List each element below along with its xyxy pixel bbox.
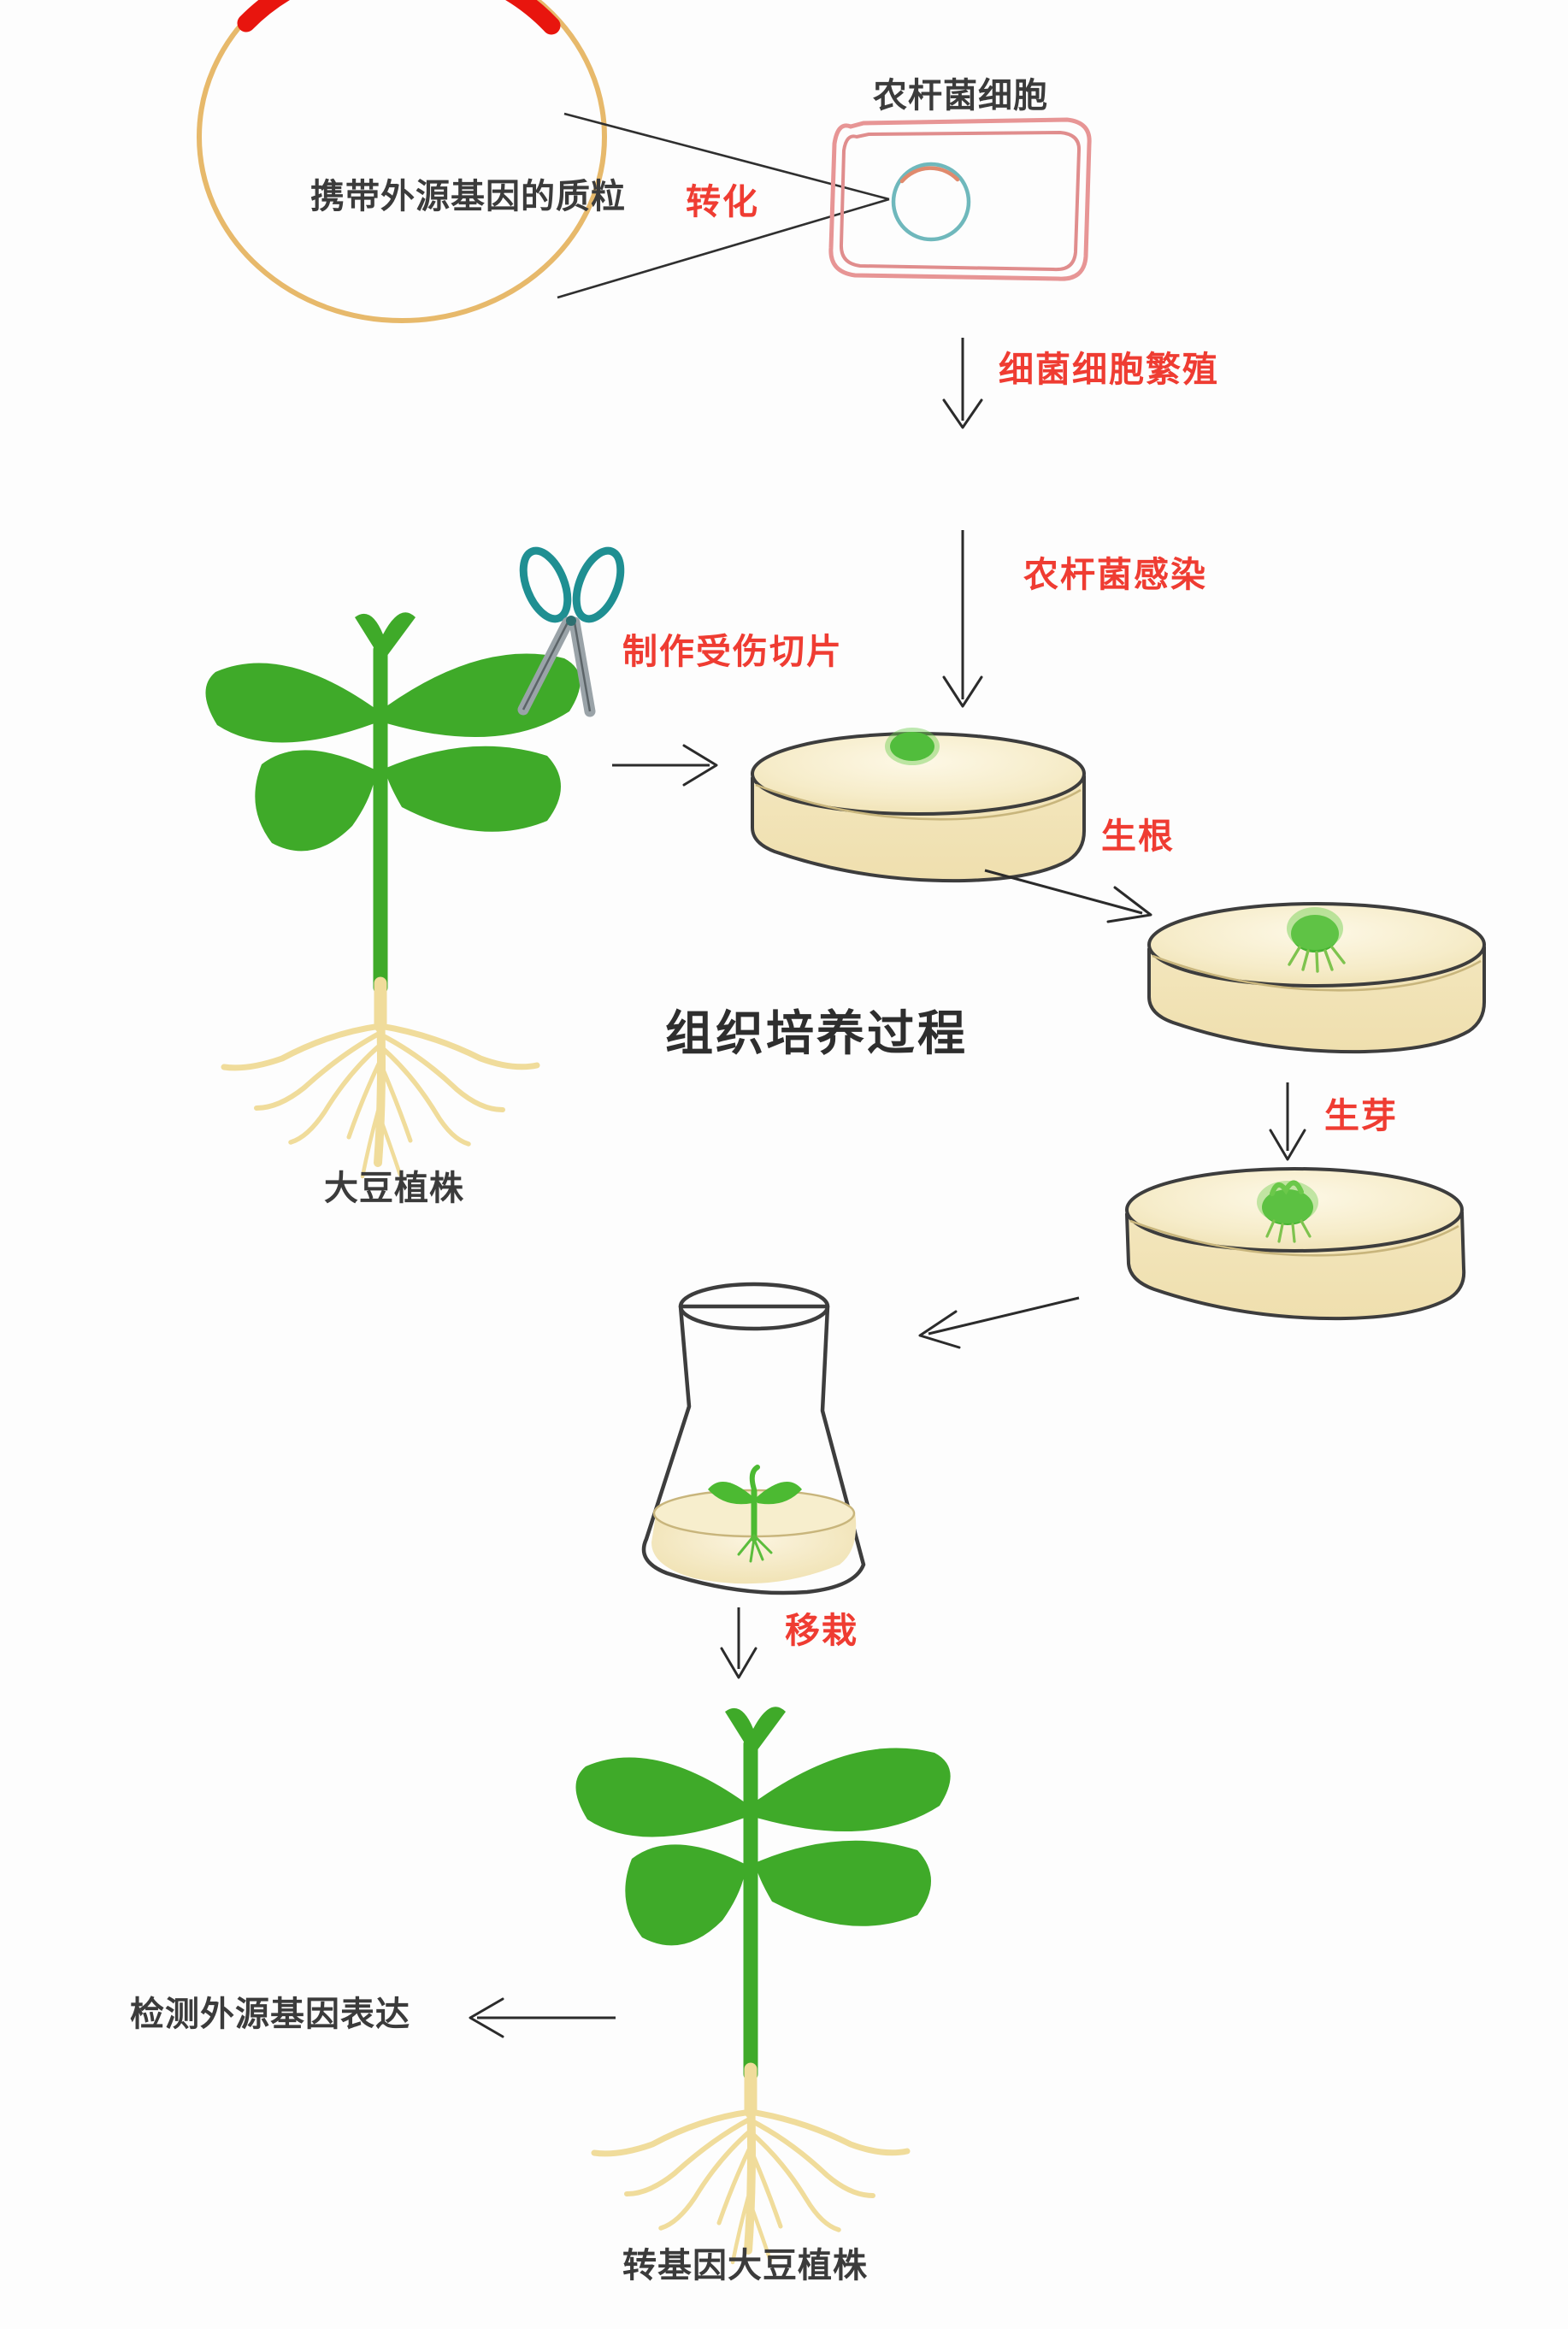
tissue-culture-process-title: 组织培养过程 [665, 1006, 968, 1062]
flask-illustration [641, 1282, 866, 1595]
transgenic-soybean-plant-illustration [575, 1707, 951, 2265]
petri-dish-rooting [1147, 902, 1486, 1054]
arrow-plant-to-dish [612, 744, 718, 787]
arrow-rooting [984, 869, 1152, 923]
transplanting-label: 移栽 [785, 1610, 858, 1651]
make-wounded-explant-label: 制作受伤切片 [622, 631, 843, 672]
plasmid-label: 携带外源基因的质粒 [310, 177, 626, 216]
transformation-label: 转化 [686, 181, 759, 222]
soybean-plant-illustration [205, 612, 581, 1179]
shooting-label: 生芽 [1324, 1095, 1398, 1136]
detect-foreign-gene-expression-label: 检测外源基因表达 [130, 1995, 410, 2034]
agrobacterium-cell-illustration [828, 117, 1092, 281]
arrow-transplanting [720, 1607, 757, 1679]
petri-dish-explant [751, 728, 1086, 883]
agrobacterium-infection-label: 农杆菌感染 [1023, 554, 1207, 595]
bacterial-proliferation-label: 细菌细胞繁殖 [999, 349, 1219, 390]
soybean-plant-label: 大豆植株 [324, 1169, 464, 1208]
arrow-dish-to-flask [918, 1296, 1080, 1349]
arrow-bacterial-proliferation [942, 338, 983, 429]
arrow-detect-expression [469, 1997, 616, 2038]
arrow-shooting [1269, 1082, 1306, 1161]
scissors-icon [517, 546, 625, 717]
petri-dish-shooting [1125, 1167, 1466, 1321]
rooting-label: 生根 [1101, 816, 1175, 857]
transgenic-soybean-plant-label: 转基因大豆植株 [622, 2246, 868, 2285]
agrobacterium-cell-label: 农杆菌细胞 [873, 76, 1048, 115]
arrow-agrobacterium-infection [942, 530, 983, 708]
plasmid-illustration [197, 0, 607, 323]
